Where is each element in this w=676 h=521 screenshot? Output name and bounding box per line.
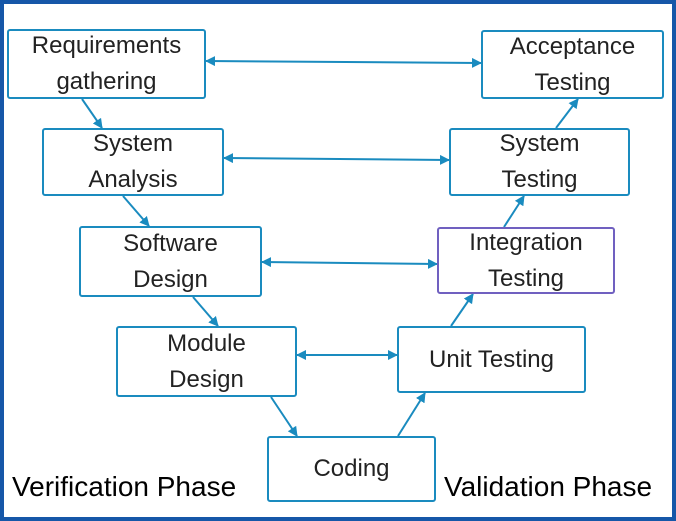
coding-box: Coding — [267, 436, 436, 502]
module-design-box: Module Design — [116, 326, 297, 397]
coding-label: Coding — [313, 455, 390, 482]
system-testing-box: System Testing — [449, 128, 630, 196]
flow-arrow-unit-testing-to-integration-testing — [450, 293, 474, 327]
module-design-line2: Design — [169, 365, 244, 393]
integration-testing-line1: Integration — [469, 228, 583, 256]
software-design-line1: Software — [123, 229, 218, 257]
requirements-gathering-line2: gathering — [56, 68, 157, 95]
link-arrow-system-analysis-system-testing — [223, 153, 450, 165]
flow-arrow-system-testing-to-acceptance-testing — [555, 98, 579, 129]
software-design-box: Software Design — [79, 226, 262, 297]
acceptance-testing-line2: Testing — [534, 68, 611, 96]
flow-arrow-module-design-to-coding — [270, 396, 298, 437]
system-analysis-box: System Analysis — [42, 128, 224, 196]
module-design-line1: Module — [167, 329, 246, 357]
flow-arrow-integration-testing-to-system-testing — [503, 195, 525, 228]
unit-testing-label: Unit Testing — [429, 345, 554, 373]
system-analysis-line2: Analysis — [88, 166, 178, 193]
integration-testing-box: Integration Testing — [437, 227, 615, 294]
unit-testing-box: Unit Testing — [397, 326, 586, 393]
system-analysis-line1: System — [92, 130, 173, 157]
system-testing-line1: System — [499, 130, 580, 157]
integration-testing-line2: Testing — [487, 264, 565, 292]
requirements-gathering-box: Requirements gathering — [7, 29, 206, 99]
link-arrow-requirements-acceptance — [205, 56, 482, 68]
flow-arrow-coding-to-unit-testing — [397, 392, 426, 437]
validation-phase-label: Validation Phase — [444, 471, 653, 502]
acceptance-testing-box: Acceptance Testing — [481, 30, 664, 99]
acceptance-testing-line1: Acceptance — [509, 32, 636, 60]
system-testing-line2: Testing — [501, 166, 578, 193]
link-arrow-software-design-integration-testing — [261, 257, 438, 269]
requirements-gathering-line1: Requirements — [31, 32, 182, 59]
verification-phase-label: Verification Phase — [12, 471, 237, 502]
flow-arrow-requirements-to-system-analysis — [81, 98, 103, 129]
flow-arrow-software-design-to-module-design — [192, 296, 219, 327]
flow-arrow-system-analysis-to-software-design — [122, 195, 150, 227]
software-design-line2: Design — [133, 265, 208, 293]
